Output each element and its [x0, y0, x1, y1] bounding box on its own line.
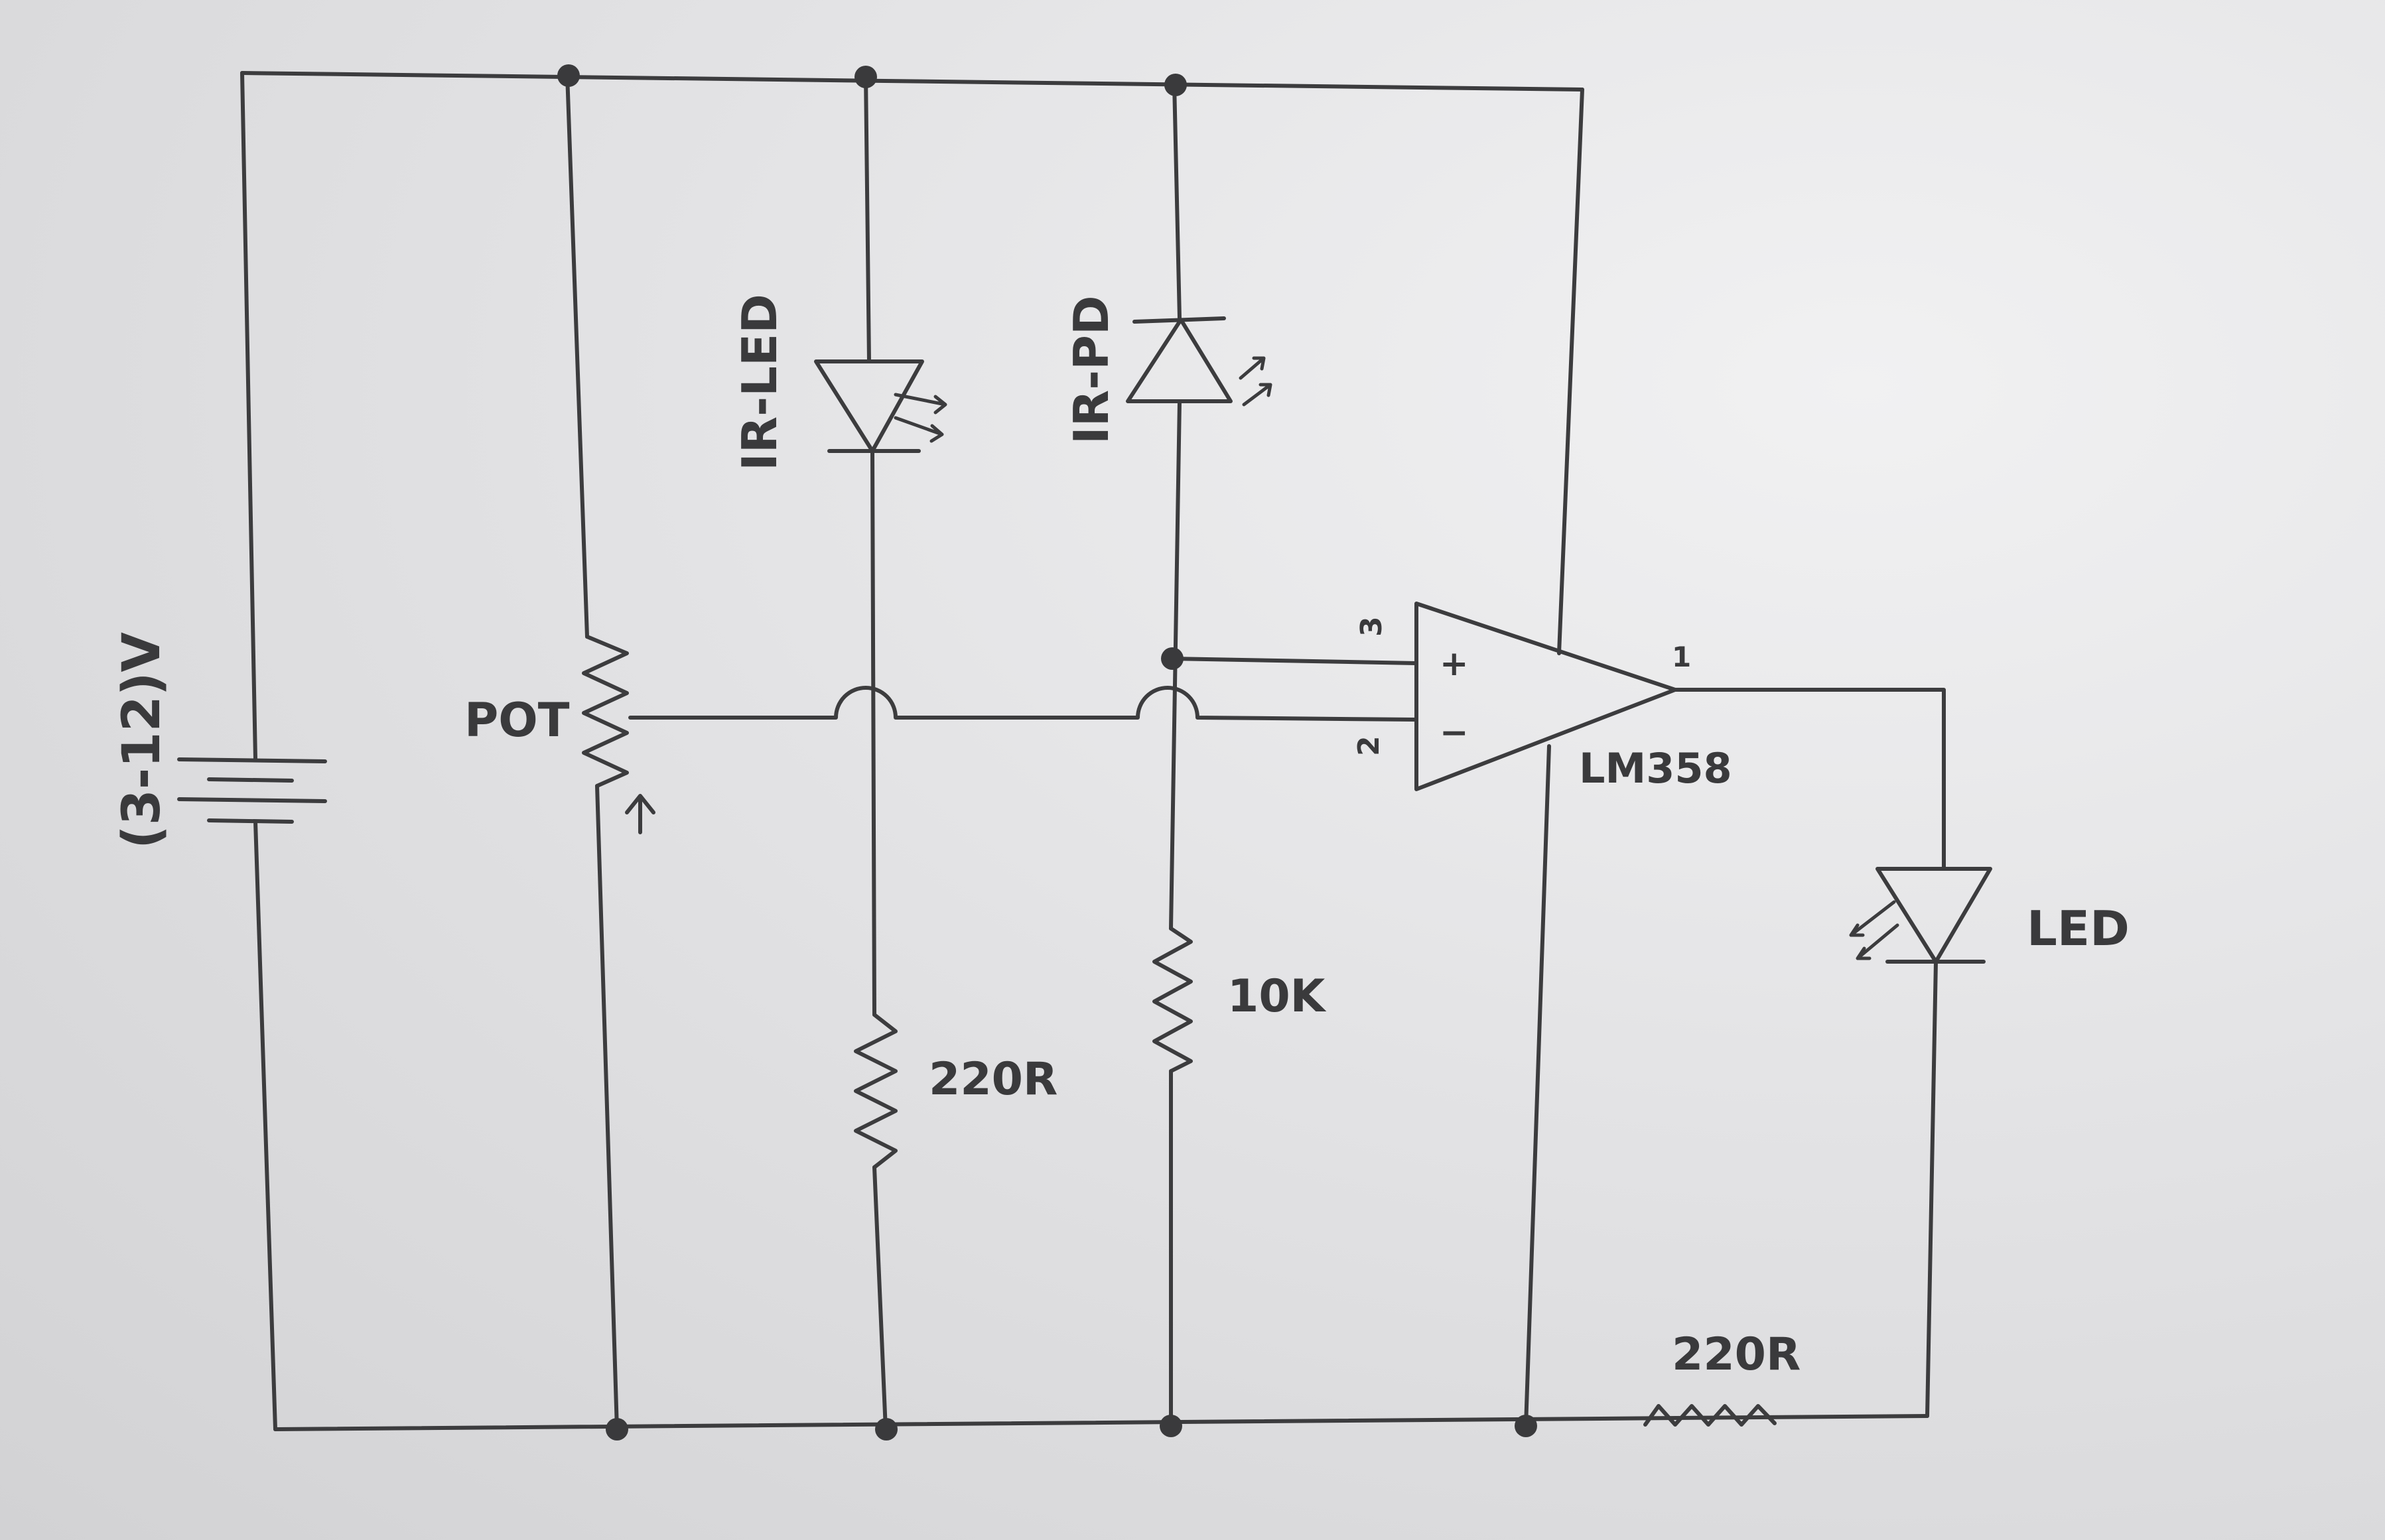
- resistor-10k-ir-pd: [1152, 927, 1193, 1073]
- opamp-ground-wire: [1524, 744, 1551, 1428]
- opamp-label: LM358: [1579, 744, 1732, 793]
- opamp-supply-wire: [1557, 88, 1584, 655]
- potentiometer-symbol: [582, 635, 629, 788]
- battery-wire-top: [240, 71, 257, 761]
- resistor-220r-ir-led: [854, 1013, 898, 1169]
- output-led-symbol: [1849, 867, 1992, 964]
- resistor-ir-pd-label: 10K: [1227, 970, 1327, 1023]
- junction-dots: [557, 64, 1537, 1441]
- pin-3-label: 3: [1355, 616, 1389, 637]
- ir-pd-wire-top: [1172, 81, 1182, 320]
- opamp-plus-sign: +: [1440, 644, 1469, 684]
- lm358-opamp-symbol: [1414, 602, 1677, 791]
- pd-to-noninverting-wire: [1171, 657, 1418, 665]
- top-rail: [240, 71, 1584, 92]
- pin-1-label: 1: [1672, 641, 1691, 673]
- opamp-minus-sign: −: [1440, 713, 1469, 753]
- wiper-to-inverting-wire: [628, 686, 1418, 722]
- resistor-output-label: 220R: [1672, 1328, 1801, 1381]
- ir-led-label: IR-LED: [732, 294, 787, 471]
- battery-wire-bottom: [253, 820, 277, 1431]
- supply-voltage-label: (3-12)V: [112, 632, 172, 849]
- pin-2-label: 2: [1352, 736, 1386, 756]
- ir-pd-label: IR-PD: [1063, 295, 1119, 444]
- resistor-ir-led-label: 220R: [929, 1053, 1057, 1106]
- ir-led-wire-mid: [870, 449, 876, 1017]
- resistor-220r-output: [1643, 1404, 1777, 1427]
- ir-led-symbol: [814, 359, 947, 453]
- pot-wire-top: [565, 72, 589, 639]
- pot-label: POT: [464, 693, 570, 747]
- pot-wiper-arrow: [625, 794, 655, 834]
- battery-symbol: [177, 757, 327, 824]
- ir-pd-symbol: [1126, 316, 1272, 407]
- output-led-label: LED: [2027, 901, 2130, 956]
- ir-led-wire-top: [864, 72, 871, 363]
- ir-led-wire-bottom: [872, 1165, 888, 1431]
- pot-wire-bottom: [595, 784, 619, 1431]
- output-led-wire-bottom: [1925, 960, 1938, 1418]
- opamp-output-wire: [1673, 688, 1946, 871]
